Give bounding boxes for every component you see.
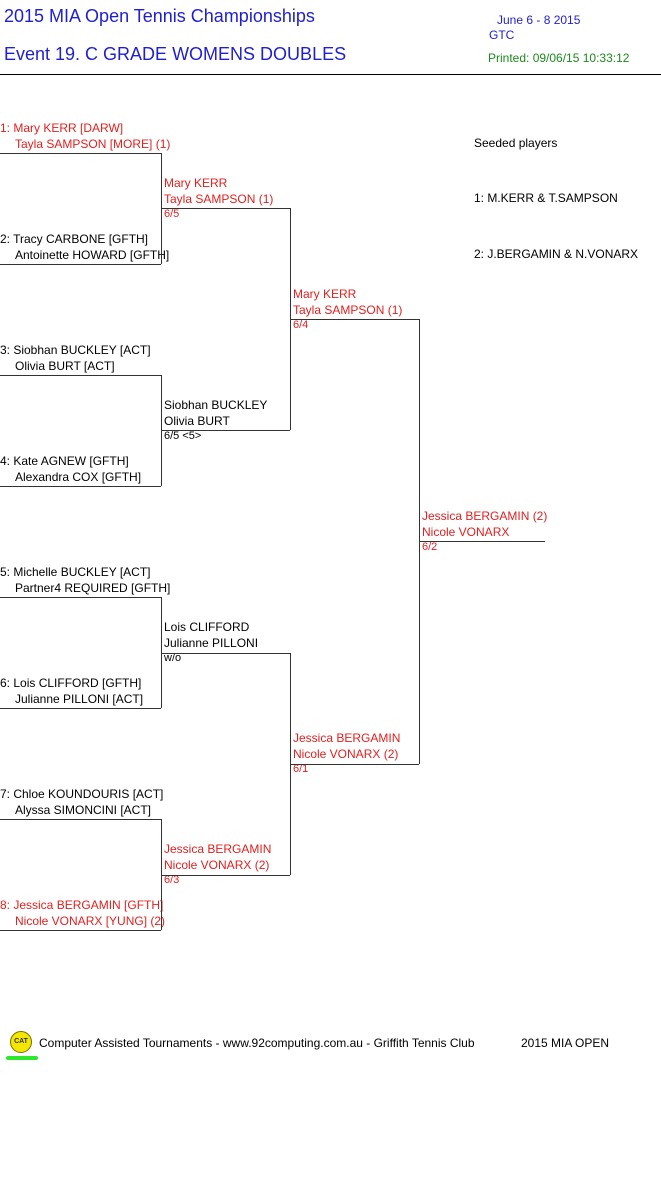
r1-entry-8-player-1: 8: Jessica BERGAMIN [GFTH] <box>0 898 164 912</box>
footer-event: 2015 MIA OPEN <box>521 1036 610 1050</box>
r1-entry-7-player-1: 7: Chloe KOUNDOURIS [ACT] <box>0 787 164 801</box>
cat-logo-underline <box>6 1056 38 1060</box>
semi-entry-2-player-1: Jessica BERGAMIN <box>293 731 401 745</box>
r2-entry-3-player-2: Julianne PILLONI <box>164 636 259 650</box>
r1-entry-6-player-2: Julianne PILLONI [ACT] <box>15 692 144 706</box>
semi-entry-2-player-2: Nicole VONARX (2) <box>293 747 399 761</box>
r2-entry-4-player-1: Jessica BERGAMIN <box>164 842 272 856</box>
semi-entry-1-score: 6/4 <box>293 319 309 331</box>
r2-entry-2-player-2: Olivia BURT <box>164 414 230 428</box>
semi-entry-1-player-1: Mary KERR <box>293 287 357 301</box>
r2-entry-2-player-1: Siobhan BUCKLEY <box>164 398 268 412</box>
r1-entry-8-player-2: Nicole VONARX [YUNG] (2) <box>15 914 166 928</box>
r1-entry-1-player-2: Tayla SAMPSON [MORE] (1) <box>15 137 171 151</box>
final-entry-player-2: Nicole VONARX <box>422 525 510 539</box>
tournament-title: 2015 MIA Open Tennis Championships <box>4 6 315 26</box>
final-entry-score: 6/2 <box>422 541 438 553</box>
r2-entry-1-score: 6/5 <box>164 208 180 220</box>
r1-line-1 <box>0 153 161 154</box>
final-line <box>419 541 545 542</box>
r2-entry-4-score: 6/3 <box>164 874 180 886</box>
r1-line-2 <box>0 264 161 265</box>
r1-line-4 <box>0 486 161 487</box>
header-divider <box>0 74 661 75</box>
r1-entry-5-player-1: 5: Michelle BUCKLEY [ACT] <box>0 565 151 579</box>
semi-line-1 <box>290 319 419 320</box>
r1-entry-7-player-2: Alyssa SIMONCINI [ACT] <box>15 803 152 817</box>
cat-logo-icon: CAT <box>10 1031 32 1053</box>
r1-entry-3-player-2: Olivia BURT [ACT] <box>15 359 115 373</box>
event-title: Event 19. C GRADE WOMENS DOUBLES <box>4 44 347 64</box>
r1-connector-4 <box>161 819 162 930</box>
r2-line-2 <box>161 430 290 431</box>
semi-entry-1-player-2: Tayla SAMPSON (1) <box>293 303 403 317</box>
r2-line-4 <box>161 875 290 876</box>
r2-line-1 <box>161 208 290 209</box>
r1-entry-1-player-1: 1: Mary KERR [DARW] <box>0 121 124 135</box>
seeded-heading: Seeded players <box>474 136 558 150</box>
r1-line-5 <box>0 597 161 598</box>
event-dates: June 6 - 8 2015 <box>497 13 581 27</box>
r1-line-6 <box>0 708 161 709</box>
r2-entry-4-player-2: Nicole VONARX (2) <box>164 858 270 872</box>
seeded-item-1: 1: M.KERR & T.SAMPSON <box>474 191 618 205</box>
r1-line-7 <box>0 819 161 820</box>
r1-line-8 <box>0 930 161 931</box>
semi-entry-2-score: 6/1 <box>293 763 309 775</box>
printed-timestamp: Printed: 09/06/15 10:33:12 <box>488 51 630 65</box>
r1-line-3 <box>0 375 161 376</box>
r2-line-3 <box>161 653 290 654</box>
seeded-item-2: 2: J.BERGAMIN & N.VONARX <box>474 247 639 261</box>
r1-entry-3-player-1: 3: Siobhan BUCKLEY [ACT] <box>0 343 151 357</box>
footer-text: Computer Assisted Tournaments - www.92co… <box>39 1036 475 1050</box>
r1-connector-3 <box>161 597 162 708</box>
r1-entry-2-player-2: Antoinette HOWARD [GFTH] <box>15 248 170 262</box>
r2-entry-1-player-1: Mary KERR <box>164 176 228 190</box>
r2-entry-1-player-2: Tayla SAMPSON (1) <box>164 192 274 206</box>
r1-entry-6-player-1: 6: Lois CLIFFORD [GFTH] <box>0 676 142 690</box>
r2-entry-3-score: w/o <box>164 652 182 664</box>
r2-entry-3-player-1: Lois CLIFFORD <box>164 620 250 634</box>
r1-entry-4-player-1: 4: Kate AGNEW [GFTH] <box>0 454 129 468</box>
r1-entry-2-player-1: 2: Tracy CARBONE [GFTH] <box>0 232 149 246</box>
r1-entry-5-player-2: Partner4 REQUIRED [GFTH] <box>15 581 171 595</box>
r1-entry-4-player-2: Alexandra COX [GFTH] <box>15 470 142 484</box>
final-entry-player-1: Jessica BERGAMIN (2) <box>422 509 548 523</box>
venue-code: GTC <box>489 28 515 42</box>
r2-entry-2-score: 6/5 <5> <box>164 430 202 442</box>
semi-line-2 <box>290 764 419 765</box>
